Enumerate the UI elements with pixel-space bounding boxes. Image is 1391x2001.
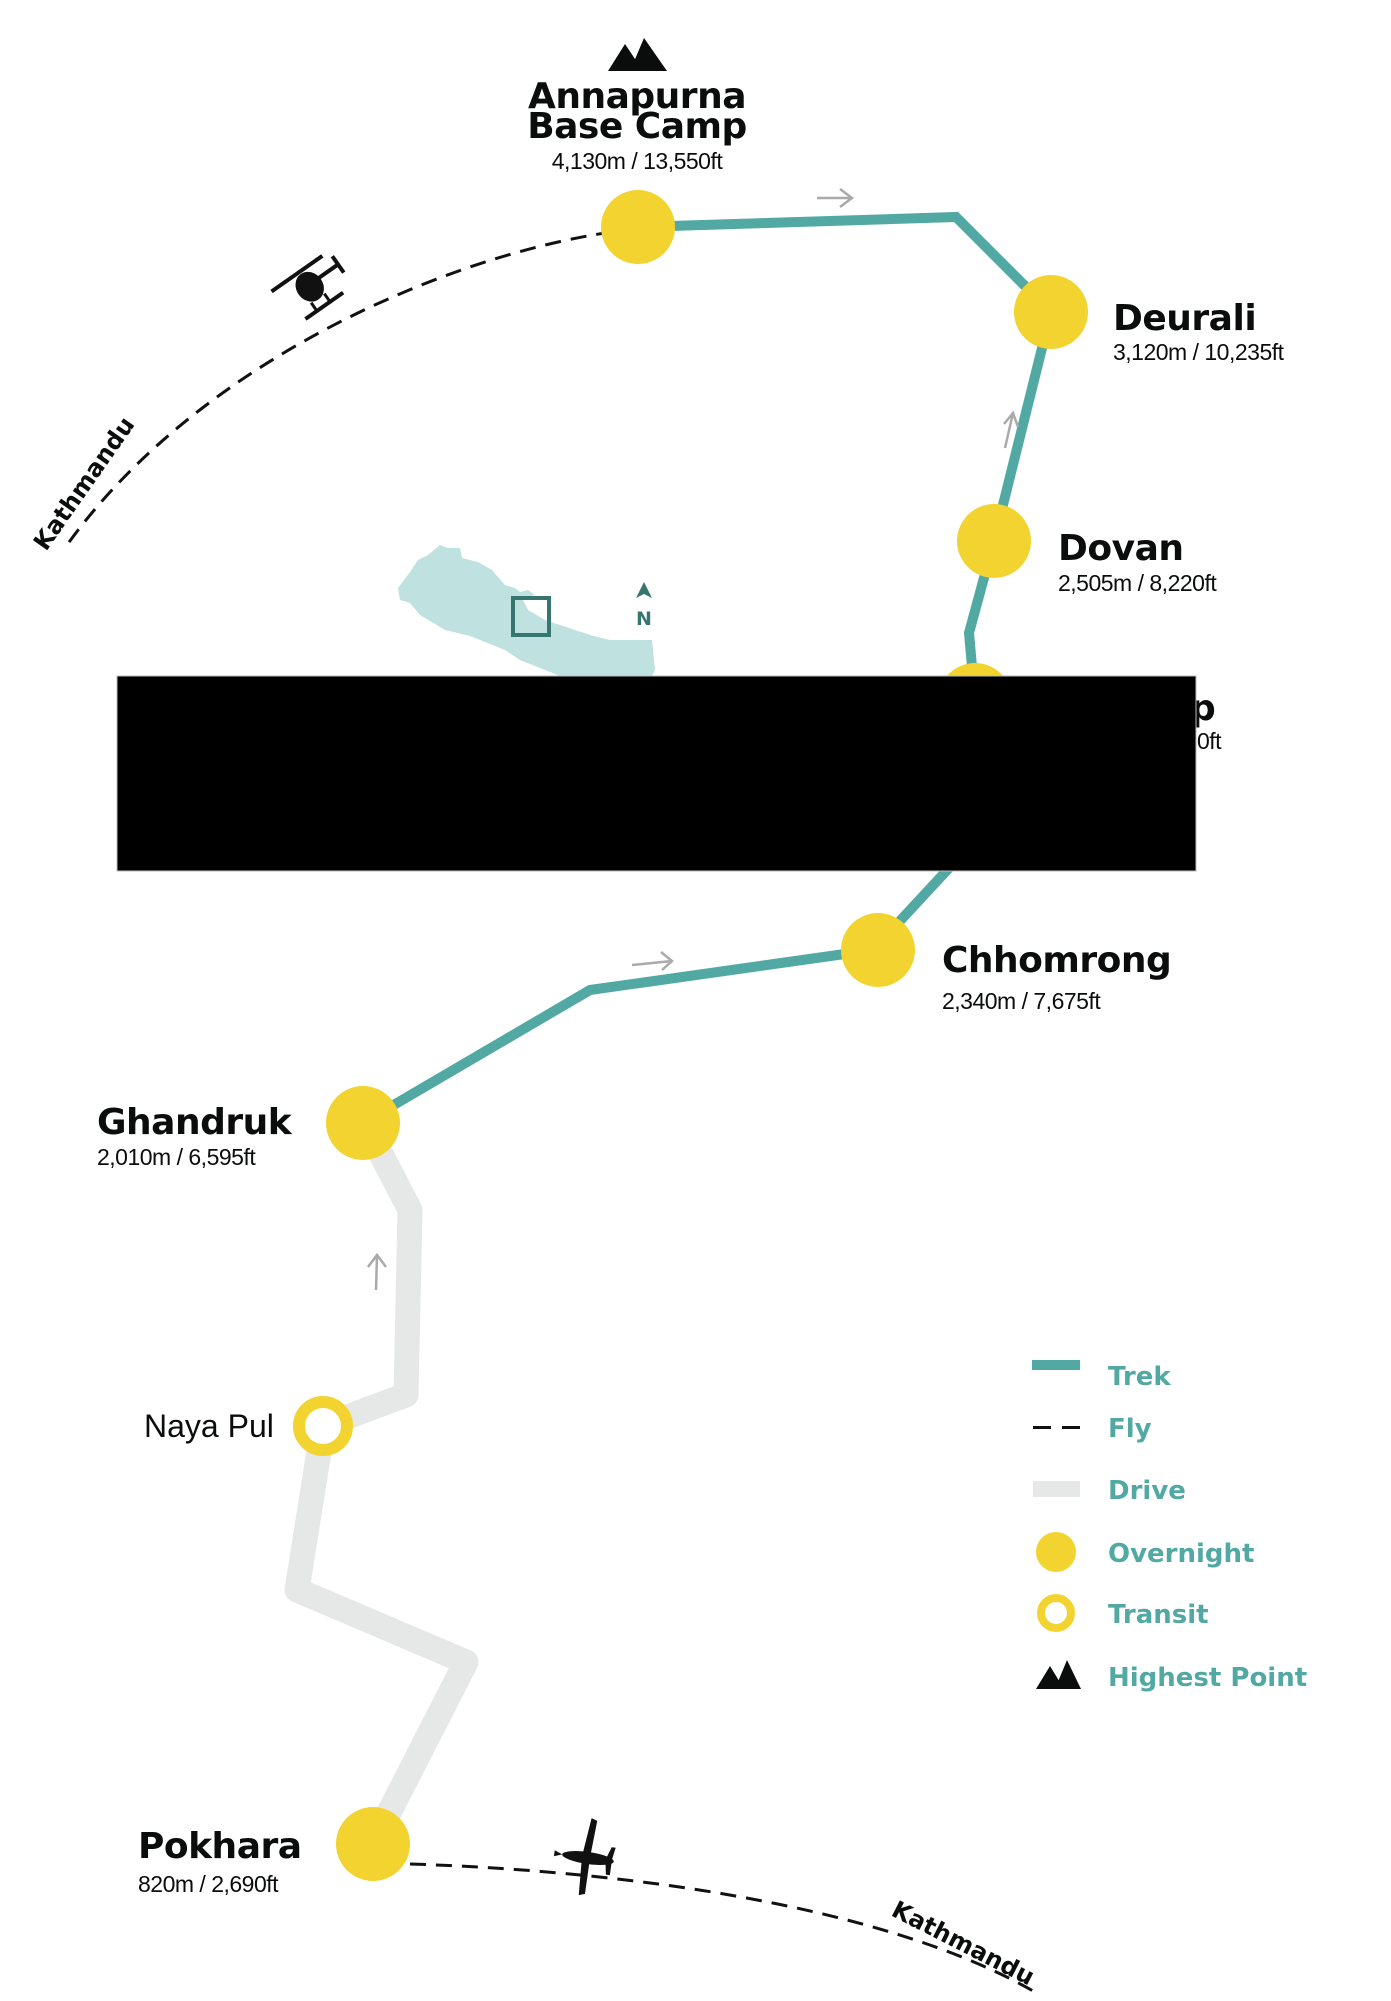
direction-arrow-icon — [631, 951, 674, 971]
stop-marker-abc[interactable] — [601, 190, 675, 264]
stop-name-dovan: Dovan — [1058, 528, 1184, 569]
legend: Trek Fly Drive Overnight Transit Highest… — [1032, 1360, 1307, 1693]
fly-route-abc-kathmandu — [65, 230, 613, 546]
stop-marker-dovan[interactable] — [957, 504, 1031, 578]
mountain-icon — [1036, 1660, 1081, 1689]
stop-marker-pokhara[interactable] — [336, 1807, 410, 1881]
mountain-icon — [608, 38, 667, 71]
destination-label-kathmandu-plane: Kathmandu — [887, 1895, 1039, 1991]
transit-ring-icon — [1037, 1594, 1075, 1632]
stop-marker-ghandruk[interactable] — [326, 1086, 400, 1160]
inset-map: N — [398, 545, 660, 680]
stop-name-pokhara: Pokhara — [138, 1826, 302, 1867]
overnight-dot-icon — [1036, 1532, 1076, 1572]
nepal-shape — [398, 545, 660, 680]
stop-elevation-deurali: 3,120m / 10,235ft — [1113, 339, 1285, 365]
stop-name-abc-line1: Annapurna — [528, 76, 746, 117]
north-arrow-icon — [636, 582, 652, 598]
legend-label-highest-point: Highest Point — [1108, 1663, 1307, 1693]
stop-elevation-chhomrong: 2,340m / 7,675ft — [942, 988, 1101, 1014]
airplane-icon — [553, 1818, 616, 1896]
direction-arrow-icon — [367, 1252, 387, 1291]
stop-name-ghandruk: Ghandruk — [97, 1102, 293, 1143]
inset-area-marker — [511, 596, 551, 637]
north-label: N — [636, 608, 652, 630]
destination-label-kathmandu-helicopter: Kathmandu — [28, 412, 140, 556]
legend-label-transit: Transit — [1108, 1600, 1209, 1630]
legend-label-drive: Drive — [1108, 1476, 1186, 1506]
stop-elevation-pokhara: 820m / 2,690ft — [138, 1871, 279, 1897]
helicopter-icon — [270, 254, 346, 321]
stop-name-chhomrong: Chhomrong — [942, 940, 1171, 981]
stop-name-deurali: Deurali — [1113, 298, 1256, 339]
stop-name-nayapul: Naya Pul — [144, 1408, 274, 1444]
legend-label-overnight: Overnight — [1108, 1539, 1254, 1569]
stop-elevation-hidden: 0ft — [1197, 728, 1222, 754]
stop-marker-deurali[interactable] — [1014, 275, 1088, 349]
direction-arrow-icon — [817, 188, 855, 208]
fly-dash-icon — [1033, 1426, 1080, 1429]
fly-route-pokhara-kathmandu — [409, 1862, 1041, 1997]
drive-route — [284, 1117, 479, 1850]
stop-elevation-dovan: 2,505m / 8,220ft — [1058, 570, 1217, 596]
trek-line-icon — [1032, 1360, 1080, 1370]
direction-arrow-icon — [1003, 410, 1020, 449]
stop-name-abc-line2: Base Camp — [527, 106, 747, 147]
stop-elevation-ghandruk: 2,010m / 6,595ft — [97, 1144, 256, 1170]
stop-elevation-abc: 4,130m / 13,550ft — [552, 148, 724, 174]
redaction-block — [116, 675, 1197, 872]
stop-marker-chhomrong[interactable] — [841, 913, 915, 987]
legend-label-fly: Fly — [1108, 1414, 1152, 1444]
drive-band-icon — [1033, 1481, 1080, 1497]
stop-marker-nayapul[interactable] — [293, 1396, 353, 1456]
legend-label-trek: Trek — [1108, 1362, 1171, 1392]
